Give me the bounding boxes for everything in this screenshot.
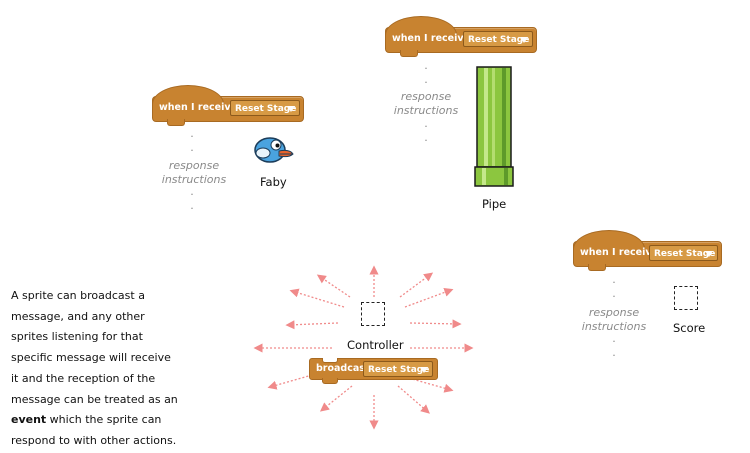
when-i-receive-block-faby[interactable]: when I receive Reset Stage [152,85,304,126]
message-dropdown[interactable]: Reset Stage [463,31,533,47]
message-name: Reset Stage [235,104,297,114]
broadcast-label: broadcast [316,363,370,374]
chevron-down-icon [287,106,295,112]
ellipsis-dots-top: ·· [190,130,194,157]
sprite-label-score: Score [673,321,706,335]
message-name: Reset Stage [368,365,430,375]
ellipsis-dots-bottom: ·· [190,188,194,215]
controller-sprite-placeholder [361,302,385,326]
response-instructions-text: response instructions [387,90,465,118]
block-notch [322,378,338,384]
block-notch [400,50,418,57]
broadcast-block[interactable]: broadcast Reset Stage [309,358,438,384]
response-instructions-text: response instructions [155,159,233,187]
broadcast-arrows [253,265,474,430]
when-i-receive-block-pipe[interactable]: when I receive Reset Stage [385,16,537,57]
message-dropdown[interactable]: Reset Stage [363,361,433,377]
message-name: Reset Stage [468,35,530,45]
message-name: Reset Stage [654,249,716,259]
when-i-receive-label: when I receive [392,33,470,44]
ellipsis-dots-bottom: ·· [612,335,616,362]
sprite-label-controller: Controller [347,338,404,352]
when-i-receive-block-score[interactable]: when I receive Reset Stage [573,230,722,271]
pipe-icon [474,66,514,187]
ellipsis-dots-top: ·· [424,62,428,89]
description-emphasis: event [11,413,47,427]
bird-icon [254,137,294,163]
response-line1: response [400,90,452,103]
response-instructions-text: response instructions [575,306,653,334]
description-part2: which the sprite can respond to with oth… [11,413,177,447]
chevron-down-icon [705,251,713,257]
ellipsis-dots-bottom: ·· [424,120,428,147]
block-notch [588,264,606,271]
response-line2: instructions [161,173,227,186]
response-line1: response [168,159,220,172]
block-notch [167,119,185,126]
description-text: A sprite can broadcast a message, and an… [11,286,181,452]
sprite-label-pipe: Pipe [482,197,507,211]
message-dropdown[interactable]: Reset Stage [649,245,718,261]
when-i-receive-label: when I receive [580,247,658,258]
ellipsis-dots-top: ·· [612,276,616,303]
chevron-down-icon [520,37,528,43]
chevron-down-icon [420,367,428,373]
sprite-label-faby: Faby [260,175,287,189]
response-line1: response [588,306,640,319]
score-sprite-placeholder [674,286,698,310]
response-line2: instructions [581,320,647,333]
when-i-receive-label: when I receive [159,102,237,113]
description-part1: A sprite can broadcast a message, and an… [11,289,178,406]
message-dropdown[interactable]: Reset Stage [230,100,300,116]
response-line2: instructions [393,104,459,117]
block-notch-top [322,358,338,363]
